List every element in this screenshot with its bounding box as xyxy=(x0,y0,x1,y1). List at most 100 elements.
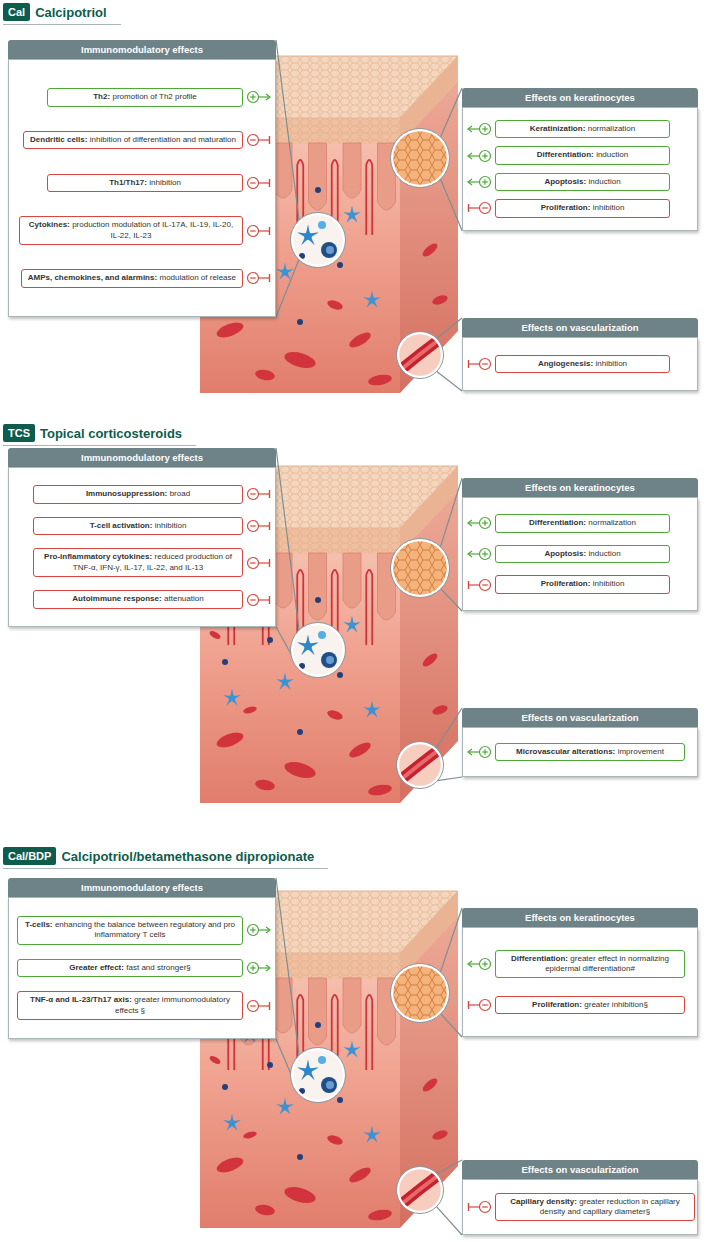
immune-cell-dot xyxy=(267,637,273,643)
effect-text: inhibition of differentiation and matura… xyxy=(90,135,236,144)
effect-label: Th2: xyxy=(93,92,110,101)
lens-outline xyxy=(291,1048,346,1103)
sign-bar xyxy=(250,494,256,495)
lens-ring xyxy=(392,965,448,1021)
rete-ridge xyxy=(309,978,327,1045)
lymphocyte xyxy=(321,652,337,668)
drug-name: Topical corticosteroids xyxy=(40,426,196,441)
blood-vessel xyxy=(215,730,245,751)
effect-box: Capillary density:greater reduction in c… xyxy=(495,1193,695,1222)
panel-body: T-cells:enhancing the balance between re… xyxy=(8,897,276,1039)
sign-bar xyxy=(484,961,485,967)
sign-circle xyxy=(248,92,259,103)
blood-vessel xyxy=(421,651,440,669)
effect-text: broad xyxy=(170,489,190,498)
keratinocyte-cells xyxy=(390,538,450,598)
lens-ring xyxy=(292,214,344,266)
immune-cell-dot xyxy=(297,1154,303,1160)
immune-cell-dot xyxy=(297,729,303,735)
dendritic-cell xyxy=(276,1098,293,1114)
effect-box: Apoptosis:induction xyxy=(495,173,670,191)
effect-sign-icon xyxy=(467,578,491,592)
dendritic-cell xyxy=(276,263,293,279)
effect-text: normalization xyxy=(588,124,636,133)
effect-sign-icon xyxy=(467,745,491,759)
effect-label: Proliferation: xyxy=(541,579,591,588)
dendritic-cell xyxy=(343,206,360,222)
lens-ring xyxy=(398,743,442,787)
blood-vessel xyxy=(347,1165,373,1186)
blood-vessel xyxy=(254,778,275,791)
dendritic-cell xyxy=(223,689,240,705)
effect-box: T-cells:enhancing the balance between re… xyxy=(17,916,243,945)
sign-arrowhead xyxy=(468,520,472,526)
dendritic-cell xyxy=(298,1060,319,1080)
lymphocyte-nucleus xyxy=(326,1081,334,1089)
effect-box: Proliferation:inhibition xyxy=(495,199,670,217)
effects-panel: Effects on keratinocytesKeratinization:n… xyxy=(462,88,698,231)
lens-ring xyxy=(292,624,344,676)
leader-line xyxy=(440,178,462,230)
drug-code: TCS xyxy=(3,424,35,442)
lens-content xyxy=(292,624,344,676)
sign-arrowhead xyxy=(468,126,472,132)
effect-box: Differentiation:normalization xyxy=(495,514,670,532)
leader-line xyxy=(436,1206,462,1235)
effect-text: inhibition xyxy=(155,521,187,530)
effect-text: enhancing the balance between regulatory… xyxy=(55,920,235,939)
rete-ridge xyxy=(309,143,327,210)
sign-connector xyxy=(469,129,480,130)
blood-vessel xyxy=(326,299,344,312)
sign-circle xyxy=(480,124,491,135)
sign-connector xyxy=(259,278,270,279)
leader-line xyxy=(276,448,299,631)
lens-outline xyxy=(391,539,450,598)
blood-vessel xyxy=(367,783,392,797)
sign-connector xyxy=(469,363,480,364)
lens-outline xyxy=(397,332,444,379)
lens-ring xyxy=(292,1049,344,1101)
sign-circle xyxy=(248,177,259,188)
immune-cell-dot xyxy=(267,1062,273,1068)
sign-connector xyxy=(259,967,270,968)
lens-outline xyxy=(291,623,346,678)
effects-panel: Immunomodulatory effectsT-cells:enhancin… xyxy=(8,878,276,1039)
lens-fill xyxy=(292,624,344,676)
blood-vessel xyxy=(421,241,440,259)
panel-body: Capillary density:greater reduction in c… xyxy=(462,1179,698,1235)
immune-cell-dot xyxy=(222,659,228,665)
panel-heading: Effects on keratinocytes xyxy=(462,908,698,927)
effects-panel: Effects on vascularizationCapillary dens… xyxy=(462,1160,698,1235)
rete-ridge xyxy=(274,553,292,608)
panel-heading: Effects on vascularization xyxy=(462,318,698,337)
lens-outline xyxy=(391,964,450,1023)
sign-inhibit-bar xyxy=(269,596,270,604)
magnifier-group xyxy=(291,538,451,789)
blood-vessel xyxy=(421,1076,440,1094)
leader-line xyxy=(440,908,462,973)
panel-heading: Immunomodulatory effects xyxy=(8,40,276,59)
effect-label: Proliferation: xyxy=(541,203,591,212)
blood-vessel xyxy=(347,740,373,761)
sign-bar xyxy=(250,1005,256,1006)
dendritic-cell xyxy=(223,1114,240,1130)
dendritic-cell xyxy=(276,673,293,689)
effect-box: Microvascular alterations:improvement xyxy=(495,743,685,761)
effect-text: inhibition xyxy=(149,178,181,187)
sign-bar xyxy=(482,1206,488,1207)
lens-content xyxy=(292,214,344,266)
effect-box: Differentiation:greater effect in normal… xyxy=(495,950,685,979)
leader-line xyxy=(436,708,462,749)
sign-inhibit-bar xyxy=(269,274,270,282)
panel-body: Immunosuppression:broadT-cell activation… xyxy=(8,467,276,627)
lens-content xyxy=(390,963,450,1023)
leader-line xyxy=(436,1160,462,1174)
effect-label: Differentiation: xyxy=(511,954,568,963)
sign-bar xyxy=(484,521,485,527)
dendritic-cell xyxy=(363,1126,380,1142)
effect-text: induction xyxy=(589,177,621,186)
effect-label: Angiogenesis: xyxy=(538,359,593,368)
effect-sign-icon xyxy=(247,519,271,533)
sign-connector xyxy=(469,155,480,156)
